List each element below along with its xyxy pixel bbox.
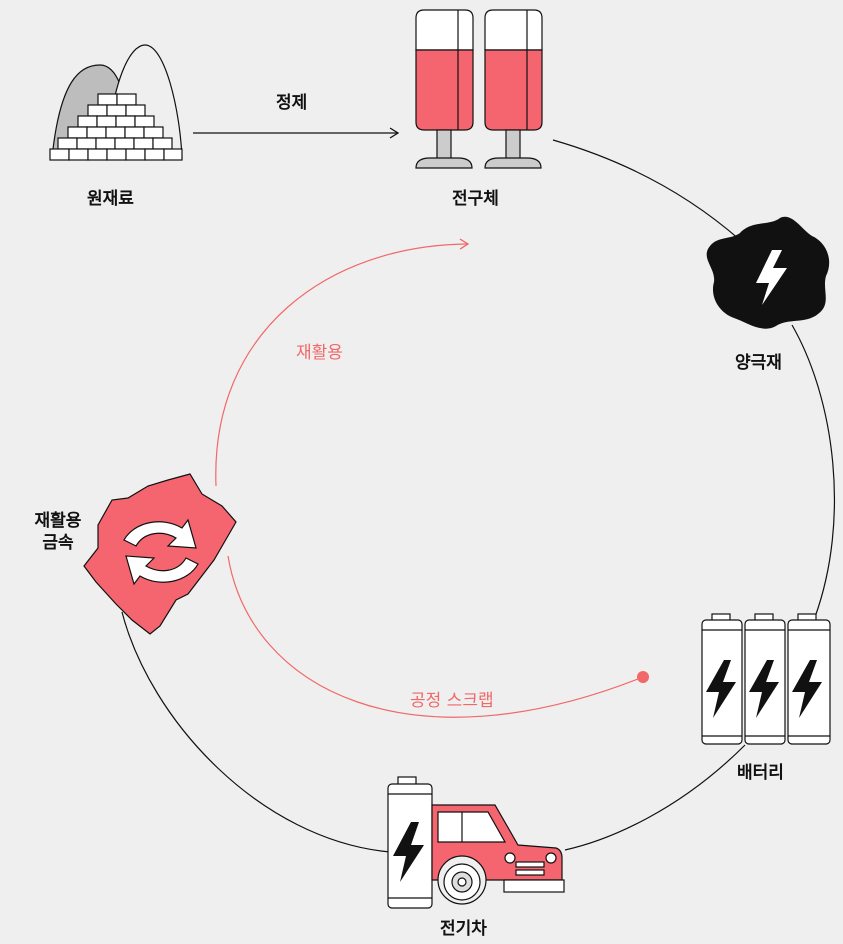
ev-label: 전기차 — [440, 919, 487, 939]
battery-label: 배터리 — [737, 763, 784, 783]
cathode-label: 양극재 — [735, 353, 782, 373]
precursor-label: 전구체 — [452, 189, 499, 209]
recycle-arrow-top — [123, 518, 197, 549]
recycled-metal-icon — [83, 473, 237, 635]
process-scrap-dot — [637, 671, 649, 683]
recycling-arrow — [215, 238, 470, 487]
cycle-arc-cathode-to-battery — [791, 324, 836, 618]
recycled-metal-label-line1: 재활용 — [34, 511, 82, 531]
cycle-arc-ev-to-recycled — [121, 611, 391, 853]
recycling-label: 재활용 — [296, 343, 343, 363]
refining-label: 정제 — [276, 93, 308, 113]
recycled-metal-label-line2: 금속 — [42, 533, 74, 553]
precursor-icon — [415, 9, 543, 169]
cycle-arc-precursor-to-cathode — [552, 139, 741, 241]
cycle-arc-battery-to-ev — [564, 744, 746, 851]
recycle-arrow-bottom — [125, 555, 199, 586]
raw-material-icon — [49, 44, 183, 161]
recycled-metal-label: 재활용 금속 — [26, 510, 90, 554]
process-scrap-label: 공정 스크랩 — [410, 691, 494, 711]
battery-icon — [701, 613, 831, 745]
raw-material-label: 원재료 — [87, 189, 134, 209]
cathode-icon — [706, 216, 830, 329]
lightning-icon — [756, 250, 787, 305]
process-scrap-arc — [227, 555, 644, 718]
ev-icon — [387, 776, 565, 909]
